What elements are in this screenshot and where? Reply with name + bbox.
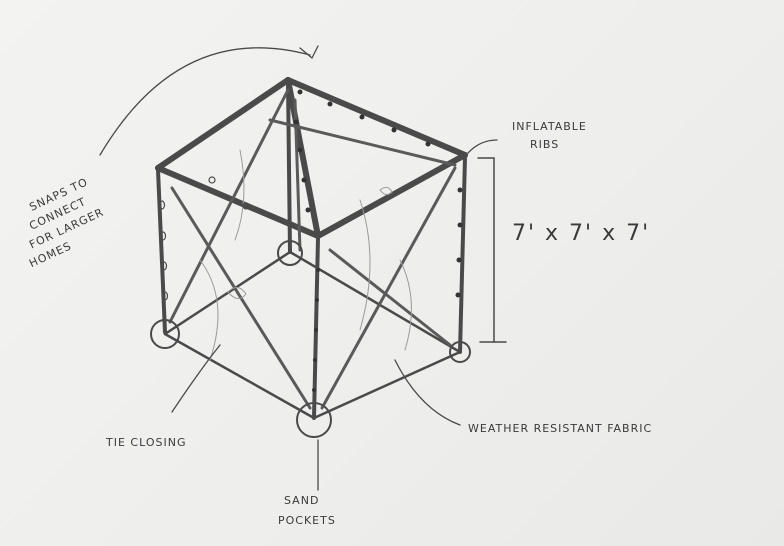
label-sand-line-1: SAND <box>284 494 319 507</box>
label-tie-closing: TIE CLOSING <box>105 436 186 449</box>
label-dimensions: 7' x 7' x 7' <box>512 221 650 246</box>
label-snaps: SNAPS TO CONNECT FOR LARGER HOMES <box>27 175 106 270</box>
diagonal-braces <box>168 88 457 410</box>
rib-markings <box>293 89 463 392</box>
label-weather-fabric: WEATHER RESISTANT FABRIC <box>468 422 652 435</box>
label-inflatable-line-2: RIBS <box>530 138 559 151</box>
label-sand-line-2: POCKETS <box>278 514 336 527</box>
label-inflatable-line-1: INFLATABLE <box>512 120 587 133</box>
sand-pockets <box>150 240 471 438</box>
fabric-shading <box>199 149 412 361</box>
leader-lines <box>99 45 498 491</box>
left-post-holes <box>158 176 250 301</box>
top-frame <box>155 77 468 239</box>
dimension-bracket <box>477 157 507 343</box>
